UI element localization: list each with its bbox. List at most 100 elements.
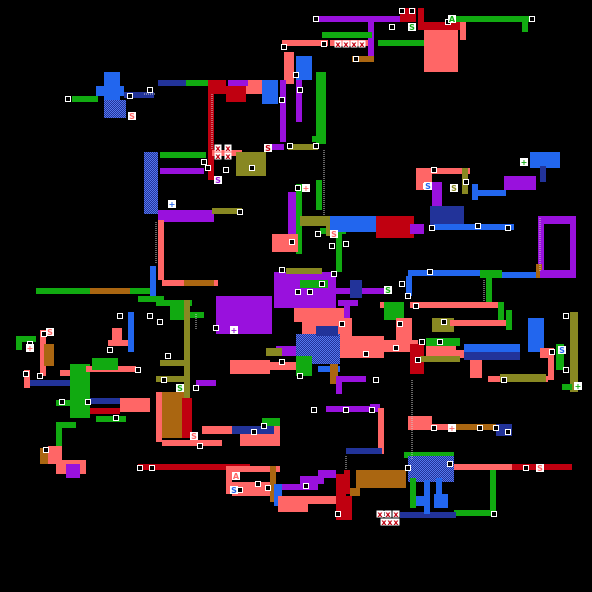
- map-door: [505, 225, 511, 231]
- map-room-green: [56, 400, 76, 406]
- map-marker-tile: [358, 40, 366, 48]
- map-door: [529, 16, 535, 22]
- map-room-olive: [286, 268, 322, 274]
- map-room-salmon: [282, 40, 328, 46]
- map-room-brown: [536, 264, 542, 278]
- map-door: [313, 143, 319, 149]
- map-room-green: [556, 344, 564, 370]
- map-room-salmon: [60, 370, 76, 376]
- map-marker-blocked: x: [384, 510, 392, 519]
- map-door: [311, 407, 317, 413]
- map-room-purple: [504, 176, 536, 190]
- map-room-green: [522, 22, 528, 32]
- map-room-olive: [160, 360, 190, 366]
- map-door: [493, 425, 499, 431]
- map-room-red: [182, 398, 192, 438]
- map-room-purple: [196, 380, 216, 386]
- map-room-green: [506, 310, 512, 330]
- map-marker-blocked: x: [386, 518, 394, 527]
- map-room-green: [262, 418, 280, 426]
- map-room-red: [376, 216, 414, 238]
- map-door: [43, 447, 49, 453]
- save-icon: S: [331, 230, 337, 239]
- map-marker-save: S: [408, 23, 416, 32]
- map-door: [85, 399, 91, 405]
- map-room-navy: [540, 166, 546, 182]
- map-door: [409, 8, 415, 14]
- map-room-blue: [262, 80, 278, 104]
- save-icon: S: [425, 182, 431, 191]
- rooms-layer: [16, 8, 578, 520]
- map-marker-blocked: x: [334, 40, 342, 49]
- map-room-salmon: [246, 80, 262, 94]
- map-room-salmon: [262, 362, 300, 370]
- map-marker-tile: [214, 144, 222, 152]
- map-room-salmon: [424, 30, 458, 72]
- map-room-green: [404, 452, 454, 458]
- map-room-salmon: [418, 168, 470, 174]
- map-marker-tile: [342, 40, 350, 48]
- map-room-navy: [464, 352, 520, 360]
- save-icon: S: [231, 486, 237, 495]
- map-marker-tile: [384, 510, 392, 518]
- map-room-blue: [150, 266, 156, 296]
- map-door: [147, 87, 153, 93]
- map-room-purple: [296, 80, 302, 122]
- map-room-salmon: [454, 464, 514, 470]
- map-room-salmon: [112, 328, 122, 340]
- map-room-navy: [400, 512, 456, 518]
- map-room-green: [138, 296, 164, 302]
- map-room-blue: [330, 216, 378, 232]
- map-door: [193, 385, 199, 391]
- map-door: [331, 271, 337, 277]
- map-marker-tile: [384, 286, 392, 294]
- map-room-purple: [538, 216, 544, 276]
- map-room-texture: [104, 100, 126, 118]
- map-room-olive: [266, 348, 282, 356]
- blocked-icon: x: [377, 510, 383, 519]
- map-door: [149, 465, 155, 471]
- map-door: [549, 349, 555, 355]
- map-door: [563, 313, 569, 319]
- map-marker-save: S: [190, 432, 198, 441]
- map-room-blue: [436, 478, 442, 508]
- map-door: [281, 44, 287, 50]
- map-marker-tile: [450, 184, 458, 192]
- map-room-green: [156, 300, 192, 306]
- ability-icon: A: [449, 15, 456, 24]
- map-room-salmon: [430, 424, 450, 430]
- map-marker-tile: [224, 144, 232, 152]
- map-room-green: [70, 364, 90, 418]
- map-room-purple: [315, 16, 365, 22]
- map-door: [41, 331, 47, 337]
- map-door: [161, 377, 167, 383]
- map-room-purple: [365, 16, 400, 22]
- map-room-green: [130, 288, 156, 294]
- map-door: [343, 241, 349, 247]
- map-room-salmon: [40, 330, 46, 376]
- map-room-green: [484, 16, 530, 22]
- map-room-salmon: [226, 466, 280, 472]
- map-marker-blocked: x: [224, 144, 232, 153]
- map-marker-health: +: [448, 424, 456, 433]
- map-marker-health: +: [168, 200, 176, 209]
- map-marker-save: S: [264, 144, 272, 153]
- map-room-olive: [212, 208, 242, 214]
- map-room-salmon: [226, 472, 232, 494]
- map-door: [197, 443, 203, 449]
- map-room-blue: [96, 86, 124, 96]
- map-door: [37, 373, 43, 379]
- map-room-green: [96, 416, 126, 422]
- map-marker-tile: [392, 518, 400, 526]
- map-room-salmon: [470, 360, 482, 378]
- map-door: [319, 281, 325, 287]
- map-room-salmon: [278, 496, 308, 512]
- map-room-red: [90, 408, 120, 414]
- map-room-navy: [316, 326, 338, 336]
- map-room-brown: [90, 288, 130, 294]
- map-door: [475, 223, 481, 229]
- map-door: [117, 313, 123, 319]
- map-room-green: [486, 278, 492, 302]
